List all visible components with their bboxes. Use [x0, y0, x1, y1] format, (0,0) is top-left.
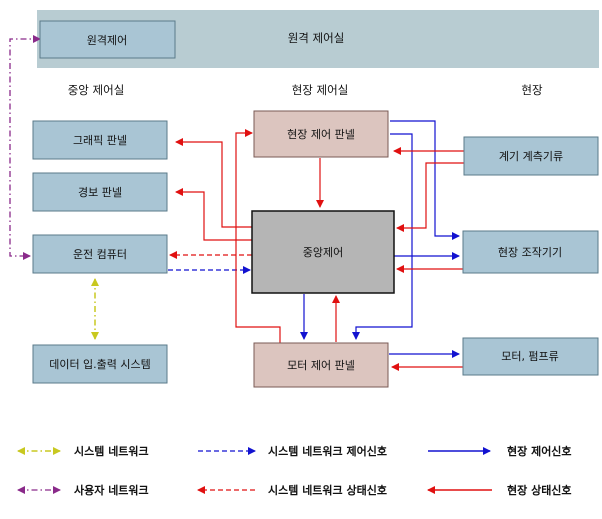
status-motor-to-site-panel: [235, 129, 281, 347]
svg-text:운전 컴퓨터: 운전 컴퓨터: [73, 248, 127, 261]
svg-text:현장 조작기기: 현장 조작기기: [498, 246, 562, 259]
svg-text:데이터 입.출력 시스템: 데이터 입.출력 시스템: [49, 358, 151, 371]
zone-label-site: 현장: [521, 83, 543, 97]
svg-text:현장 상태신호: 현장 상태신호: [507, 483, 572, 497]
svg-text:모터, 펌프류: 모터, 펌프류: [501, 350, 559, 363]
legend-system-network: 시스템 네트워크: [17, 444, 149, 458]
svg-text:경보 판넬: 경보 판넬: [78, 186, 122, 199]
svg-text:중앙제어: 중앙제어: [303, 246, 343, 259]
zone-label-central: 중앙 제어실: [68, 83, 125, 97]
control-site-panel-to-motor: [352, 133, 413, 340]
svg-text:시스템 네트워크 제어신호: 시스템 네트워크 제어신호: [268, 444, 387, 458]
node-instrument: 계기 계측기류: [463, 136, 599, 176]
zone-label-site-control: 현장 제어실: [292, 83, 349, 97]
node-central-control: 중앙제어: [251, 210, 395, 294]
svg-text:모터 제어 판넬: 모터 제어 판넬: [287, 359, 355, 372]
legend-user-network: 사용자 네트워크: [17, 483, 149, 497]
svg-text:시스템 네트워크 상태신호: 시스템 네트워크 상태신호: [268, 483, 387, 497]
node-site-operator: 현장 조작기기: [462, 230, 599, 274]
legend-site-status-signal: 현장 상태신호: [427, 483, 572, 497]
svg-text:원격제어: 원격제어: [87, 34, 127, 47]
legend: 시스템 네트워크 시스템 네트워크 제어신호 현장 제어신호 사용자 네트워크 …: [17, 444, 572, 497]
node-graphic-panel: 그래픽 판넬: [32, 120, 168, 160]
node-remote-control: 원격제어: [39, 20, 176, 59]
svg-text:시스템 네트워크: 시스템 네트워크: [74, 444, 149, 458]
node-motor-control-panel: 모터 제어 판넬: [253, 342, 389, 388]
node-operation-computer: 운전 컴퓨터: [32, 234, 168, 274]
svg-text:현장 제어 판넬: 현장 제어 판넬: [287, 128, 355, 141]
node-alarm-panel: 경보 판넬: [32, 172, 168, 212]
status-central-to-alarm: [175, 188, 252, 241]
status-central-to-graphic: [175, 138, 252, 228]
svg-text:현장 제어신호: 현장 제어신호: [507, 444, 572, 458]
node-motor-pump: 모터, 펌프류: [462, 337, 599, 376]
svg-text:사용자 네트워크: 사용자 네트워크: [74, 483, 149, 497]
control-site-panel-to-operator: [390, 120, 460, 240]
svg-text:그래픽 판넬: 그래픽 판넬: [73, 134, 127, 147]
legend-site-control-signal: 현장 제어신호: [428, 444, 572, 458]
legend-system-network-status: 시스템 네트워크 상태신호: [197, 483, 387, 497]
status-instrument-to-central: [396, 162, 464, 232]
node-data-io-system: 데이터 입.출력 시스템: [32, 344, 168, 384]
user-network-link: [9, 35, 41, 260]
svg-text:계기 계측기류: 계기 계측기류: [499, 150, 563, 163]
node-site-control-panel: 현장 제어 판넬: [253, 110, 389, 158]
zone-label-remote: 원격 제어실: [288, 31, 345, 45]
legend-system-network-control: 시스템 네트워크 제어신호: [198, 444, 387, 458]
